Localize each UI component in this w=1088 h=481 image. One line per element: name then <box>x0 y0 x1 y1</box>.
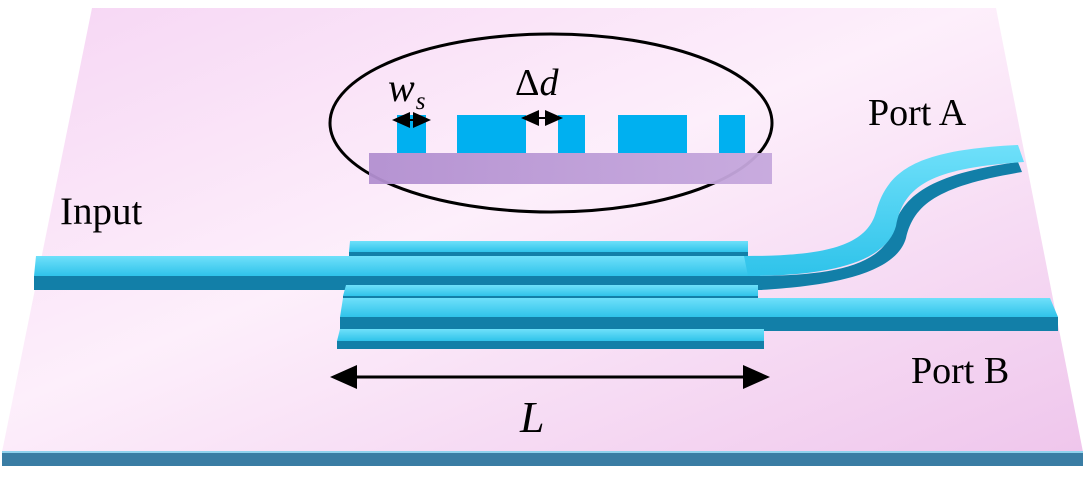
gap-label: Δd <box>515 64 558 102</box>
input-label: Input <box>60 190 143 233</box>
inset-block-5 <box>719 115 745 153</box>
port-b-waveguide-top <box>340 298 1058 317</box>
s-bend-side <box>748 162 1022 290</box>
substrate-edge <box>2 452 1083 466</box>
strip-width-subscript: s <box>415 88 426 115</box>
rib-3-side <box>337 341 764 349</box>
port-b-label: Port B <box>911 350 1010 392</box>
length-label: L <box>520 393 545 442</box>
cross-section-inset <box>328 32 774 214</box>
port-a-label: Port A <box>868 92 967 134</box>
strip-width-label: ws <box>388 65 425 115</box>
substrate-top <box>2 8 1083 452</box>
gap-delta-symbol: Δ <box>515 62 540 104</box>
inset-block-2 <box>457 115 526 153</box>
waveguide-layer <box>34 145 1058 349</box>
inset-block-4 <box>618 115 687 153</box>
port-b-waveguide-side <box>340 317 1058 331</box>
inset-base <box>369 153 772 184</box>
s-bend-top <box>744 145 1024 276</box>
strip-width-symbol: w <box>388 65 415 110</box>
gap-variable: d <box>539 62 559 104</box>
inset-ellipse <box>328 32 774 214</box>
rib-1-top <box>349 241 748 252</box>
substrate <box>2 8 1083 466</box>
rib-2-top <box>343 285 758 296</box>
rib-3-top <box>337 329 764 341</box>
inset-block-3 <box>558 115 585 153</box>
input-waveguide-top <box>34 256 760 276</box>
